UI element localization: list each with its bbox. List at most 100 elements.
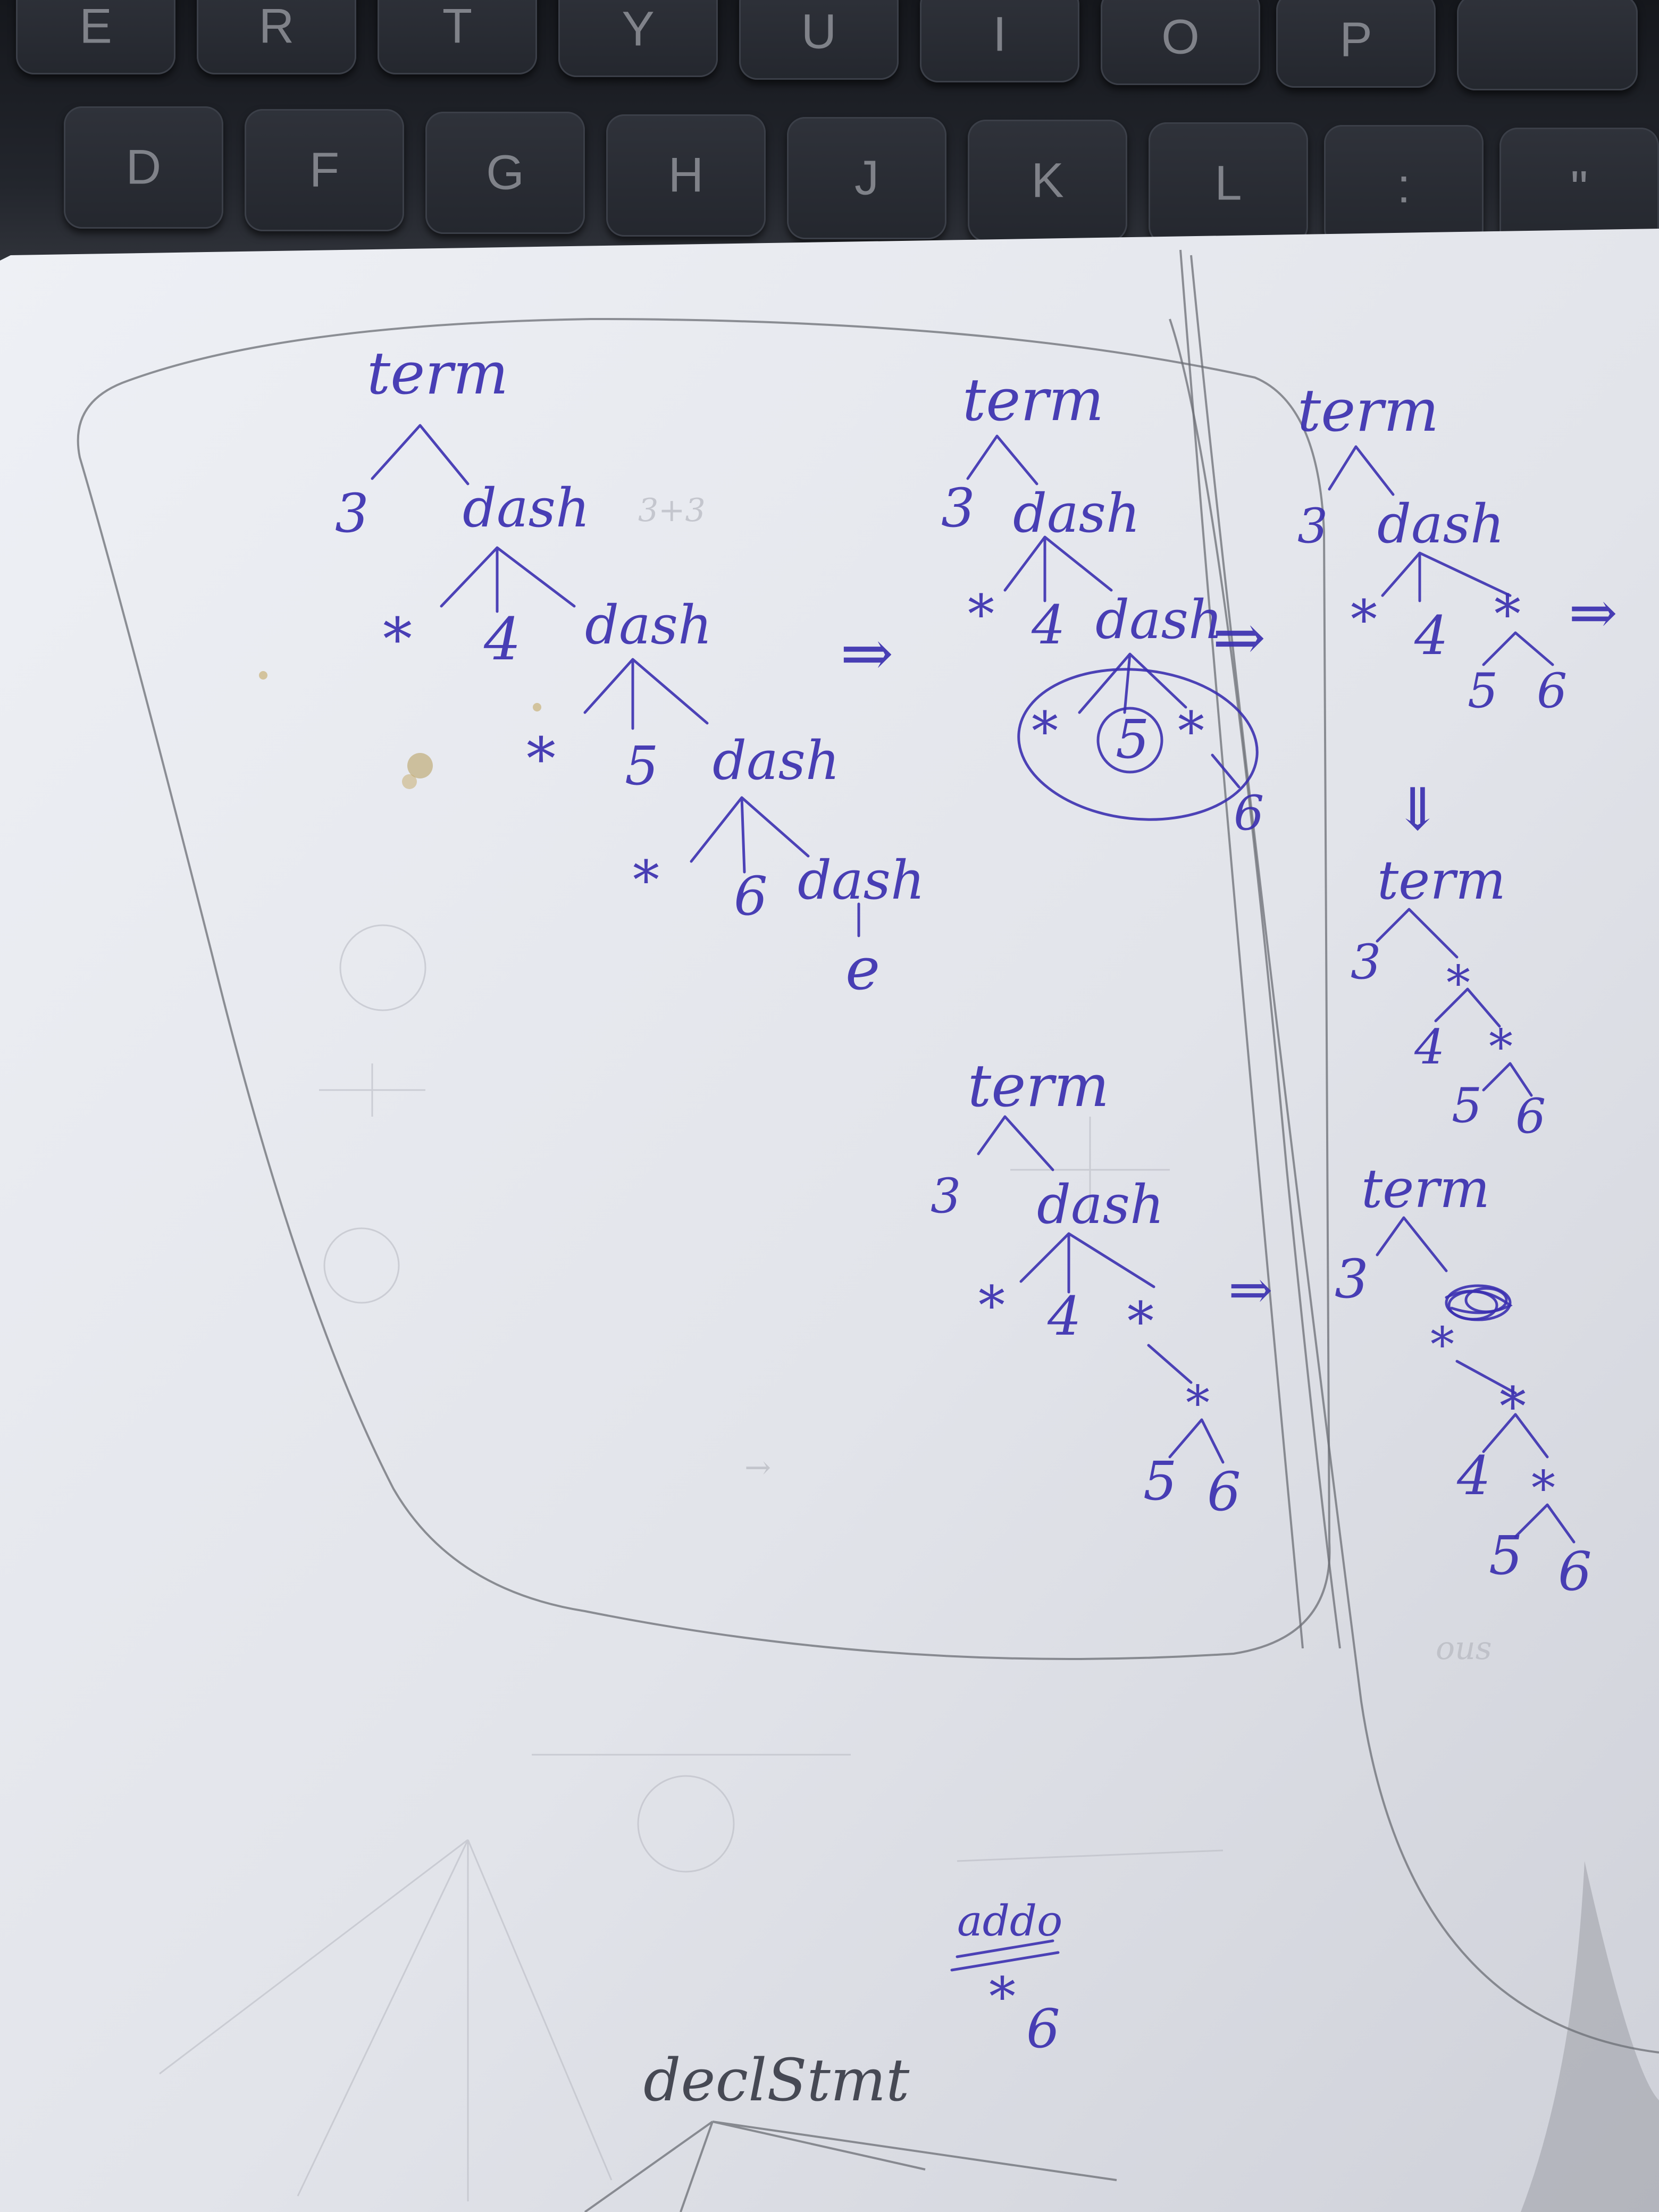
tree-node: 4 bbox=[1414, 1019, 1445, 1075]
keyboard-key bbox=[1457, 0, 1638, 90]
tree-node: dash bbox=[798, 849, 925, 911]
bottom-word: declStmt bbox=[643, 2046, 910, 2114]
tree-node: 5 bbox=[1489, 1524, 1523, 1587]
keyboard-key: P bbox=[1276, 0, 1436, 88]
key-label: R bbox=[258, 0, 295, 54]
side-note-number: 6 bbox=[1026, 1998, 1060, 2060]
keyboard-key: E bbox=[16, 0, 175, 74]
derivation-arrow: ⇒ bbox=[1212, 601, 1266, 675]
key-label: Y bbox=[622, 2, 655, 56]
key-label: E bbox=[79, 0, 112, 54]
tree-node: * bbox=[383, 605, 412, 673]
svg-text:3+3: 3+3 bbox=[638, 492, 706, 529]
keyboard-key: : bbox=[1324, 125, 1484, 247]
key-label: K bbox=[1031, 153, 1064, 208]
key-label: I bbox=[993, 7, 1007, 62]
keyboard-key: K bbox=[968, 120, 1127, 242]
keyboard-key: O bbox=[1101, 0, 1260, 85]
keyboard-key: D bbox=[64, 106, 223, 229]
key-label: U bbox=[801, 4, 837, 59]
tree-node: e bbox=[845, 935, 880, 1003]
tree-node: dash bbox=[1037, 1174, 1164, 1236]
tree-node: 3 bbox=[335, 482, 369, 544]
tree-node: term bbox=[367, 339, 508, 407]
keyboard-key: G bbox=[425, 112, 585, 234]
pencil-divider bbox=[1179, 249, 1304, 1649]
tree-node: * bbox=[633, 849, 659, 911]
paper-sheet bbox=[0, 229, 1659, 2212]
side-note-word: addo bbox=[957, 1896, 1062, 1946]
laptop-keyboard: E R T Y U I O P D F G H J K L : " bbox=[0, 0, 1659, 266]
tree-node: 5 bbox=[1468, 663, 1498, 719]
tree-node: * bbox=[526, 725, 556, 793]
tree-node: 6 bbox=[1515, 1088, 1546, 1144]
tree-node: dash bbox=[713, 730, 840, 792]
parse-tree-5: term 3 dash * 4 * * 5 6 bbox=[931, 1052, 1241, 1523]
key-label: D bbox=[125, 140, 162, 195]
pencil-enclosure bbox=[77, 317, 1331, 1660]
tree-node: * bbox=[1032, 700, 1058, 763]
parse-tree-1: term 3 dash * 4 dash * 5 dash * 6 dash e bbox=[335, 339, 925, 1003]
side-note-star: * bbox=[989, 1966, 1016, 2028]
tree-node: term bbox=[1361, 1158, 1490, 1220]
tree-node: 6 bbox=[1537, 663, 1567, 719]
stain bbox=[259, 671, 541, 789]
keyboard-key: F bbox=[245, 109, 404, 231]
key-label: H bbox=[668, 148, 704, 203]
tree-node: term bbox=[968, 1052, 1109, 1120]
tree-node: 3 bbox=[1351, 934, 1381, 990]
bleed-through-marks: 3+3 → ous bbox=[159, 492, 1492, 2201]
tree-node: dash bbox=[1013, 482, 1140, 544]
tree-node: 6 bbox=[1558, 1540, 1592, 1603]
tree-node: 5 bbox=[1116, 708, 1150, 770]
parse-tree-4: term 3 * 4 * 5 6 bbox=[1351, 849, 1546, 1144]
keyboard-key: R bbox=[197, 0, 356, 74]
tree-node: * bbox=[1430, 1317, 1454, 1373]
tree-node: 6 bbox=[1234, 785, 1264, 841]
tree-node: 4 bbox=[483, 605, 521, 673]
pencil-divider bbox=[1190, 255, 1659, 2054]
tree-node: term bbox=[962, 366, 1104, 434]
svg-text:ous: ous bbox=[1436, 1630, 1492, 1667]
tree-node: * bbox=[1186, 1376, 1210, 1431]
key-label: O bbox=[1161, 10, 1200, 64]
tree-node: * bbox=[1494, 583, 1521, 646]
tree-node: term bbox=[1297, 376, 1439, 445]
key-label: " bbox=[1570, 161, 1588, 216]
tree-node: 3 bbox=[931, 1168, 961, 1224]
keyboard-key: J bbox=[787, 117, 946, 239]
tree-node: dash bbox=[585, 594, 712, 656]
parse-tree-3: term 3 dash * 4 * 5 6 bbox=[1297, 376, 1567, 719]
derivation-arrow: ⇒ bbox=[1569, 579, 1618, 647]
parse-tree-2: term 3 dash * 4 dash * 5 * 6 bbox=[941, 366, 1264, 841]
tree-node: 4 bbox=[1414, 605, 1448, 667]
svg-text:→: → bbox=[744, 1449, 771, 1486]
tree-node: * bbox=[968, 583, 994, 646]
derivation-arrow-down: ⇓ bbox=[1393, 775, 1442, 843]
keyboard-key: I bbox=[920, 0, 1079, 82]
tree-node: * bbox=[1351, 589, 1377, 651]
tree-node: * bbox=[1531, 1461, 1555, 1516]
keyboard-key: U bbox=[739, 0, 899, 80]
tree-node: term bbox=[1377, 849, 1506, 911]
derivation-arrow: ⇒ bbox=[1228, 1259, 1273, 1321]
derivation-arrow: ⇒ bbox=[840, 617, 894, 691]
tree-node: 4 bbox=[1456, 1445, 1491, 1507]
tree-node: 4 bbox=[1031, 594, 1066, 656]
tree-node: dash bbox=[1095, 589, 1222, 651]
key-label: L bbox=[1214, 156, 1242, 211]
key-label: : bbox=[1397, 158, 1411, 213]
tree-node: * bbox=[978, 1275, 1005, 1337]
tree-node: 5 bbox=[625, 735, 659, 797]
tree-node: * bbox=[1489, 1019, 1513, 1075]
keyboard-key: Y bbox=[558, 0, 718, 77]
key-label: P bbox=[1339, 12, 1372, 67]
tree-node: 6 bbox=[734, 865, 768, 927]
parse-tree-6: term 3 * * 4 * 5 6 bbox=[1335, 1158, 1592, 1603]
side-note: addo * 6 bbox=[950, 1896, 1062, 2060]
key-label: J bbox=[854, 150, 879, 205]
scribble-out-mark bbox=[1445, 1284, 1513, 1321]
tree-node: 5 bbox=[1452, 1078, 1482, 1134]
